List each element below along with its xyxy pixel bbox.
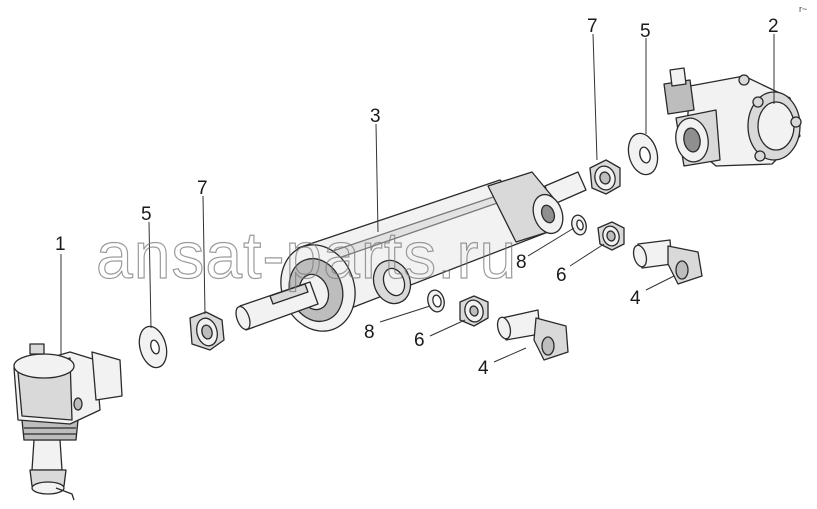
leader-lines	[60, 33, 775, 363]
part-5-washer-left	[138, 325, 168, 369]
part-5-washer-right	[627, 132, 659, 176]
callouts: 1 2 3 4 4 5 5 6 6 7 7 8 8	[55, 16, 779, 379]
part-8-oring-lower	[427, 289, 445, 313]
callout-2: 2	[768, 16, 779, 37]
part-7-nut-left	[189, 311, 225, 351]
part-7-nut-right	[589, 159, 621, 195]
part-4-elbow-lower	[496, 309, 569, 361]
part-2-ball-joint	[663, 67, 802, 167]
callout-4-upper: 4	[630, 288, 641, 309]
watermark-text: ansat-parts.ru	[96, 218, 517, 292]
callout-4-lower: 4	[478, 358, 489, 379]
part-6-nut-upper	[597, 221, 625, 251]
callout-5-right: 5	[640, 21, 651, 42]
part-1-ball-joint	[13, 343, 123, 501]
callout-6-lower: 6	[414, 330, 425, 351]
part-4-elbow-upper	[632, 239, 703, 285]
callout-8-lower: 8	[364, 322, 375, 343]
callout-6-upper: 6	[556, 265, 567, 286]
callout-5-left: 5	[141, 204, 152, 225]
callout-7-left: 7	[197, 178, 208, 199]
part-8-oring-upper	[571, 214, 587, 236]
part-6-nut-lower	[459, 295, 489, 327]
corner-mark: r~	[799, 4, 807, 14]
callout-7-right: 7	[587, 16, 598, 37]
callout-3: 3	[370, 106, 381, 127]
callout-1: 1	[55, 234, 66, 255]
callout-8-upper: 8	[516, 252, 527, 273]
part-3-cylinder	[235, 171, 587, 332]
